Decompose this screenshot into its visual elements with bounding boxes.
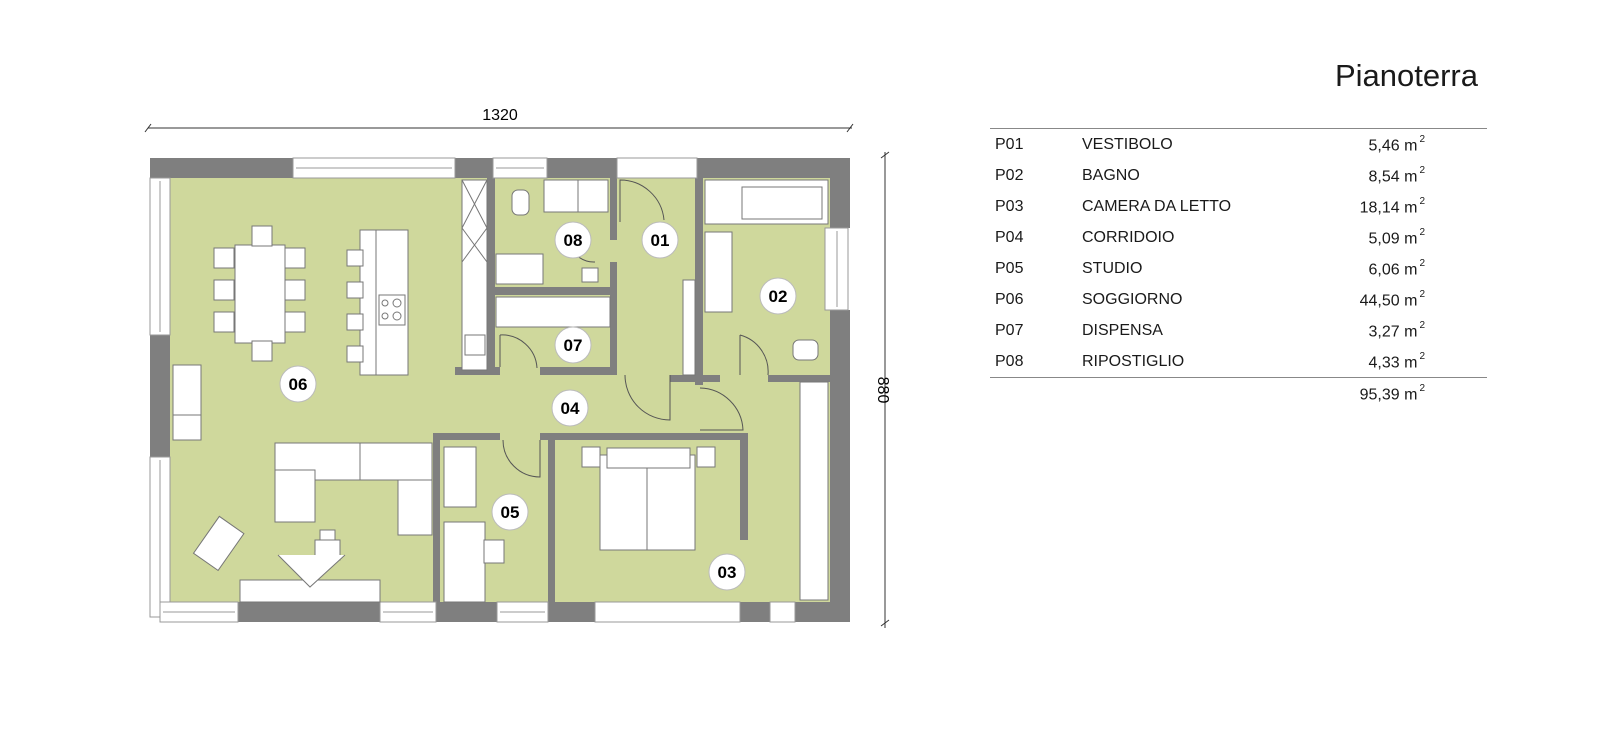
room-name: CAMERA DA LETTO (1082, 198, 1232, 215)
room-label-08: 08 (554, 221, 592, 259)
room-label-text: 01 (651, 231, 670, 250)
room-label-circle (708, 553, 746, 591)
room-code: P08 (995, 353, 1024, 370)
room-code: P01 (995, 136, 1024, 153)
room-label-text: 03 (718, 563, 737, 582)
room-label-text: 06 (289, 375, 308, 394)
depth-dimension: 880 (874, 377, 891, 404)
room-code: P02 (995, 167, 1024, 184)
room-label-circle (641, 221, 679, 259)
room-label-06: 06 (279, 365, 317, 403)
width-dimension: 1320 (482, 107, 518, 124)
room-name: CORRIDOIO (1082, 229, 1175, 246)
dimension-lines (144, 123, 890, 628)
room-name: BAGNO (1082, 167, 1140, 184)
room-label-05: 05 (491, 493, 529, 531)
room-label-text: 08 (564, 231, 583, 250)
room-name: STUDIO (1082, 260, 1143, 277)
room-label-circle (554, 326, 592, 364)
room-label-01: 01 (641, 221, 679, 259)
room-code: P03 (995, 198, 1024, 215)
room-name: DISPENSA (1082, 322, 1163, 339)
room-code: P05 (995, 260, 1024, 277)
room-code: P04 (995, 229, 1024, 246)
room-label-03: 03 (708, 553, 746, 591)
room-name: VESTIBOLO (1082, 136, 1173, 153)
room-label-circle (491, 493, 529, 531)
room-label-02: 02 (759, 277, 797, 315)
windows (149, 157, 849, 623)
room-code: P07 (995, 322, 1024, 339)
room-name: SOGGIORNO (1082, 291, 1183, 308)
room-label-text: 07 (564, 336, 583, 355)
room-label-text: 05 (501, 503, 520, 522)
room-label-circle (554, 221, 592, 259)
room-label-text: 02 (769, 287, 788, 306)
room-name: RIPOSTIGLIO (1082, 353, 1185, 370)
room-label-circle (279, 365, 317, 403)
room-label-04: 04 (551, 389, 589, 427)
room-code: P06 (995, 291, 1024, 308)
furniture (172, 179, 829, 603)
floor-title: Pianoterra (1334, 58, 1478, 93)
room-label-07: 07 (554, 326, 592, 364)
room-label-text: 04 (561, 399, 580, 418)
room-labels: 01 02 03 04 05 06 07 08 (279, 221, 797, 591)
room-label-circle (551, 389, 589, 427)
walls (150, 158, 850, 622)
room-label-circle (759, 277, 797, 315)
